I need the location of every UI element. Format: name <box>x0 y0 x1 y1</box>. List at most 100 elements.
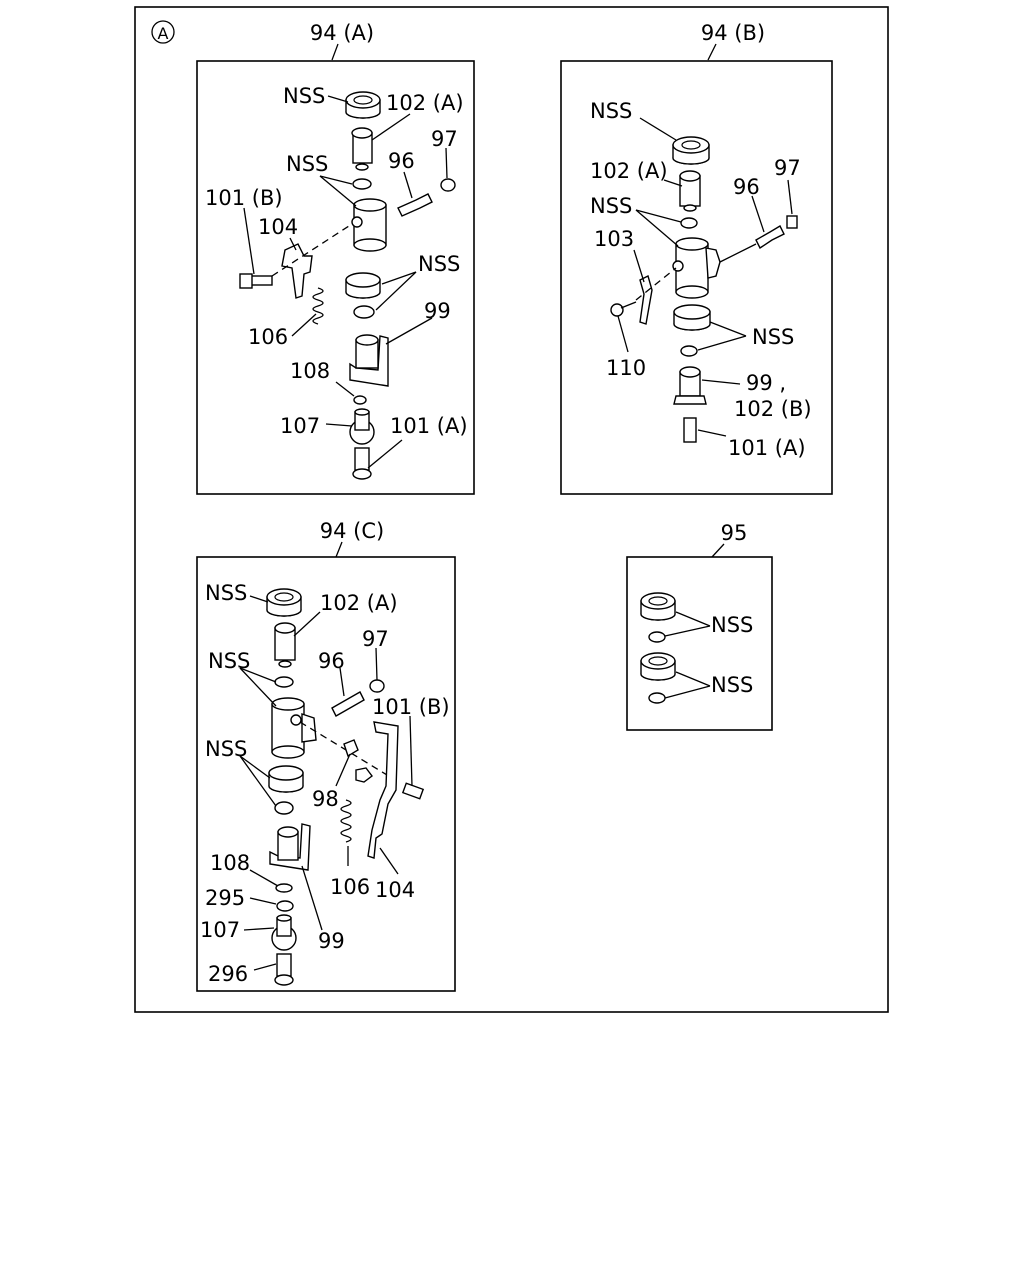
part-bracket-103 <box>639 274 653 325</box>
part-screw-110 <box>610 301 637 317</box>
label-c-296: 296 <box>208 962 248 986</box>
part-seal-nss <box>673 304 711 331</box>
part-screw-101a <box>683 417 697 443</box>
part-cap-top <box>345 91 381 119</box>
label-c-96: 96 <box>318 649 345 673</box>
label-b-101a: 101 (A) <box>728 436 806 460</box>
label-b-99: 99 , <box>746 371 786 395</box>
part-gear-107 <box>271 914 297 951</box>
label-c-106: 106 <box>330 875 370 899</box>
label-a-nss-low: NSS <box>418 252 460 276</box>
label-b-96: 96 <box>733 175 760 199</box>
label-a-99: 99 <box>424 299 451 323</box>
part-shaft-99-102b <box>673 366 707 405</box>
label-c-nss-mid: NSS <box>208 649 250 673</box>
part-cap-top <box>266 588 302 617</box>
panel-94c: 94 (C) <box>196 519 456 992</box>
part-ring-295 <box>276 900 294 912</box>
part-spring-106 <box>340 799 352 843</box>
label-c-99: 99 <box>318 929 345 953</box>
part-washer-nss-2 <box>648 692 666 704</box>
label-a-102a: 102 (A) <box>386 91 464 115</box>
part-seal-nss-2 <box>640 652 676 681</box>
panel-94b-title: 94 (B) <box>701 21 765 45</box>
part-shaft-99 <box>349 334 389 387</box>
panel-94c-title: 94 (C) <box>320 519 384 543</box>
part-cap-top <box>672 136 710 165</box>
part-cap-97 <box>440 178 456 192</box>
part-spring-106 <box>312 287 324 325</box>
part-washer-nss-2 <box>353 305 375 319</box>
label-c-104: 104 <box>375 878 415 902</box>
part-bracket-104 <box>355 721 399 859</box>
label-c-102a: 102 (A) <box>320 591 398 615</box>
label-b-102a: 102 (A) <box>590 159 668 183</box>
part-washer-nss-2 <box>274 801 294 815</box>
part-plug-102a <box>679 170 701 212</box>
panel-94a-title: 94 (A) <box>310 21 374 45</box>
part-plate-98 <box>343 739 359 758</box>
label-b-nss-mid: NSS <box>590 194 632 218</box>
panel-95-frame <box>626 556 773 731</box>
part-bolt-101b <box>239 273 273 289</box>
label-c-nss-low: NSS <box>205 737 247 761</box>
part-seal-nss <box>345 272 381 299</box>
view-marker: A <box>151 20 175 44</box>
label-c-108: 108 <box>210 851 250 875</box>
label-c-295: 295 <box>205 886 245 910</box>
part-bracket-104 <box>281 243 313 299</box>
label-a-101b: 101 (B) <box>205 186 283 210</box>
panel-94a-frame <box>196 60 475 495</box>
label-c-nss-top: NSS <box>205 581 247 605</box>
label-b-110: 110 <box>606 356 646 380</box>
label-a-nss-top: NSS <box>283 84 325 108</box>
label-a-96: 96 <box>388 149 415 173</box>
outer-frame <box>134 6 889 1013</box>
panel-94c-frame <box>196 556 456 992</box>
part-washer-nss-1 <box>648 631 666 643</box>
label-a-101a: 101 (A) <box>390 414 468 438</box>
part-screw-296 <box>274 953 294 986</box>
label-a-97: 97 <box>431 127 458 151</box>
part-washer-nss <box>352 178 372 190</box>
part-seal-nss <box>268 765 304 793</box>
panel-94a: 94 (A) <box>196 21 475 495</box>
part-washer-108 <box>353 395 367 405</box>
part-washer-nss <box>274 676 294 688</box>
part-valve-body <box>351 198 387 252</box>
label-b-nss-low: NSS <box>752 325 794 349</box>
label-b-102b: 102 (B) <box>734 397 812 421</box>
label-c-101b: 101 (B) <box>372 695 450 719</box>
label-b-97: 97 <box>774 156 801 180</box>
label-c-98: 98 <box>312 787 339 811</box>
part-cap-97 <box>369 679 385 693</box>
label-c-107: 107 <box>200 918 240 942</box>
part-plug-102a <box>351 127 373 171</box>
part-nipple-96 <box>397 193 433 217</box>
label-d-nss-2: NSS <box>711 673 753 697</box>
panel-94b-frame <box>560 60 833 495</box>
part-valve-body <box>271 697 317 759</box>
part-nipple-96 <box>331 691 365 717</box>
view-marker-letter: A <box>158 24 169 43</box>
part-nipple-96 <box>755 225 785 250</box>
part-bolt-101b <box>401 782 425 800</box>
part-screw-101a <box>352 447 372 480</box>
part-washer-108 <box>275 883 293 893</box>
label-d-nss-1: NSS <box>711 613 753 637</box>
part-plug-102a <box>274 622 296 668</box>
label-a-104: 104 <box>258 215 298 239</box>
panel-95-title: 95 <box>721 521 748 545</box>
part-seal-nss-1 <box>640 592 676 621</box>
label-c-97: 97 <box>362 627 389 651</box>
label-a-108: 108 <box>290 359 330 383</box>
label-b-nss-top: NSS <box>590 99 632 123</box>
label-a-nss-mid: NSS <box>286 152 328 176</box>
part-cap-97 <box>786 215 798 229</box>
part-valve-body <box>672 237 721 299</box>
label-a-106: 106 <box>248 325 288 349</box>
panel-95: 95 NSS NSS <box>626 521 773 731</box>
part-washer-nss-2 <box>680 345 698 357</box>
panel-94b: 94 (B) <box>560 21 833 495</box>
